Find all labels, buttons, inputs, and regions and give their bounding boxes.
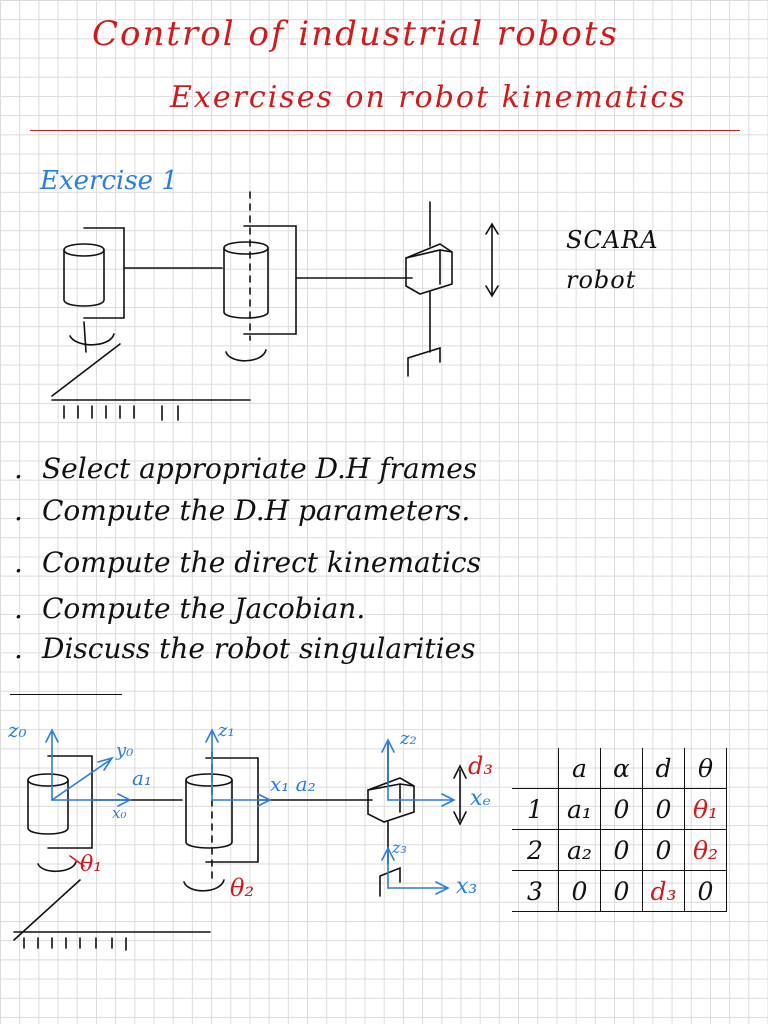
- exercise-heading: Exercise 1: [40, 166, 178, 196]
- cell-alpha: 0: [600, 829, 643, 871]
- task-item: .Compute the direct kinematics: [14, 546, 481, 579]
- table-header-cell: α: [600, 748, 643, 789]
- xe-label: xₑ: [470, 786, 491, 811]
- robot-type-label: SCARA: [566, 226, 659, 254]
- cell-theta: θ₁: [684, 788, 727, 830]
- cell-d: d₃: [642, 870, 685, 912]
- cell-alpha: 0: [600, 788, 643, 830]
- z1-label: z₁: [218, 720, 235, 741]
- cell-a: 0: [558, 870, 601, 912]
- y0-label: y₀: [116, 740, 134, 761]
- section-divider: [10, 694, 122, 695]
- page-subtitle: Exercises on robot kinematics: [170, 80, 687, 115]
- x0-label: x₀: [112, 804, 127, 822]
- robot-type-sublabel: robot: [566, 266, 637, 294]
- cell-d: 0: [642, 788, 685, 830]
- task-item: .Compute the Jacobian.: [14, 592, 366, 625]
- x3-label: x₃: [456, 874, 478, 899]
- cell-a: a₁: [558, 788, 601, 830]
- task-item: .Compute the D.H parameters.: [14, 494, 471, 527]
- theta1-label: θ₁: [80, 852, 103, 877]
- dh-parameter-table: a α d θ 1 a₁ 0 0 θ₁ 2 a₂ 0 0 θ₂ 3 0 0 d₃…: [512, 748, 727, 912]
- table-header-row: a α d θ: [512, 748, 727, 789]
- theta2-label: θ₂: [230, 874, 255, 902]
- cell-theta: 0: [684, 870, 727, 912]
- title-underline: [30, 130, 740, 131]
- cell-theta: θ₂: [684, 829, 727, 871]
- row-index: 1: [512, 788, 559, 830]
- table-header-cell: [512, 748, 559, 789]
- page-title: Control of industrial robots: [92, 14, 620, 54]
- table-row: 1 a₁ 0 0 θ₁: [512, 788, 727, 830]
- cell-a: a₂: [558, 829, 601, 871]
- table-row: 3 0 0 d₃ 0: [512, 870, 727, 912]
- table-header-cell: a: [558, 748, 601, 789]
- task-item: .Select appropriate D.H frames: [14, 452, 478, 485]
- z3-label: z₃: [392, 838, 407, 857]
- table-header-cell: d: [642, 748, 685, 789]
- table-header-cell: θ: [684, 748, 727, 789]
- row-index: 2: [512, 829, 559, 871]
- z0-label: z₀: [8, 718, 27, 742]
- d3-label: d₃: [468, 752, 493, 780]
- row-index: 3: [512, 870, 559, 912]
- task-item: .Discuss the robot singularities: [14, 632, 476, 665]
- a1-label: a₁: [132, 766, 152, 790]
- x1-a2-label: x₁ a₂: [270, 772, 316, 796]
- table-row: 2 a₂ 0 0 θ₂: [512, 829, 727, 871]
- cell-d: 0: [642, 829, 685, 871]
- z2-label: z₂: [400, 728, 417, 749]
- cell-alpha: 0: [600, 870, 643, 912]
